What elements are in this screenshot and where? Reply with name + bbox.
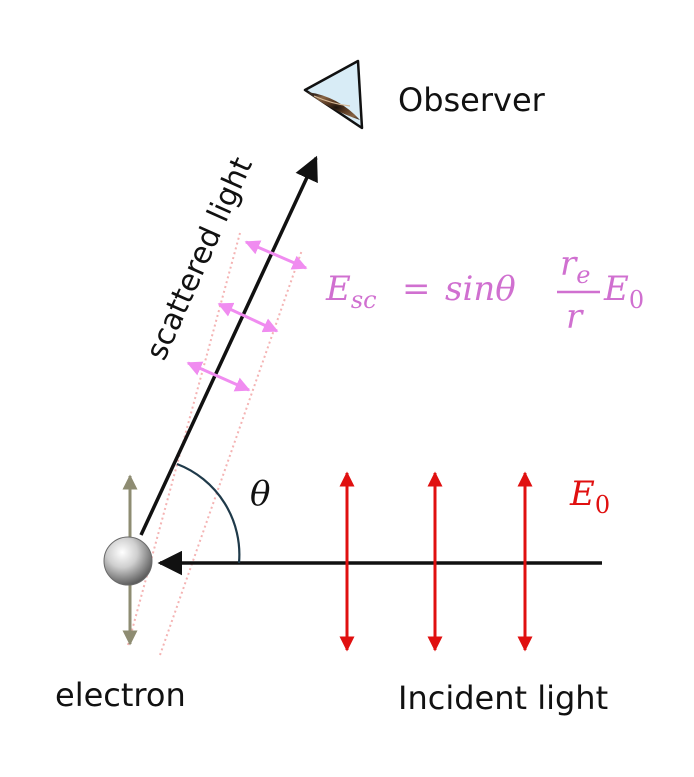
scattered-light-label: scattered light (139, 152, 260, 365)
incident-light-label: Incident light (398, 679, 608, 717)
scattered-field-formula: Esc = sinθ re r E0 (325, 244, 644, 337)
scattered-beam-guide (127, 232, 303, 656)
sphere-icon (103, 536, 153, 586)
formula-lhs: Esc (325, 269, 377, 314)
theta-label: θ (250, 474, 270, 514)
scattered-field-arrow (244, 240, 308, 270)
angle-arc (176, 462, 241, 564)
formula-numerator: re (560, 244, 590, 289)
guide-line-right (159, 249, 303, 656)
formula-tail: E0 (603, 269, 644, 314)
scattered-field-arrow (217, 302, 279, 333)
eye-icon (303, 59, 364, 130)
scattered-field-arrow (186, 361, 251, 392)
formula-sin-theta: sinθ (445, 269, 516, 309)
observer-label: Observer (398, 81, 546, 119)
scattered-light-beam (139, 155, 318, 536)
electron-label: electron (55, 676, 186, 714)
electron (103, 536, 153, 586)
formula-denominator: r (566, 297, 584, 337)
incident-field-arrows (339, 471, 533, 652)
scattered-field-arrows (186, 240, 308, 392)
incident-field-label: E0 (569, 474, 610, 519)
formula-equals: = (402, 269, 431, 309)
